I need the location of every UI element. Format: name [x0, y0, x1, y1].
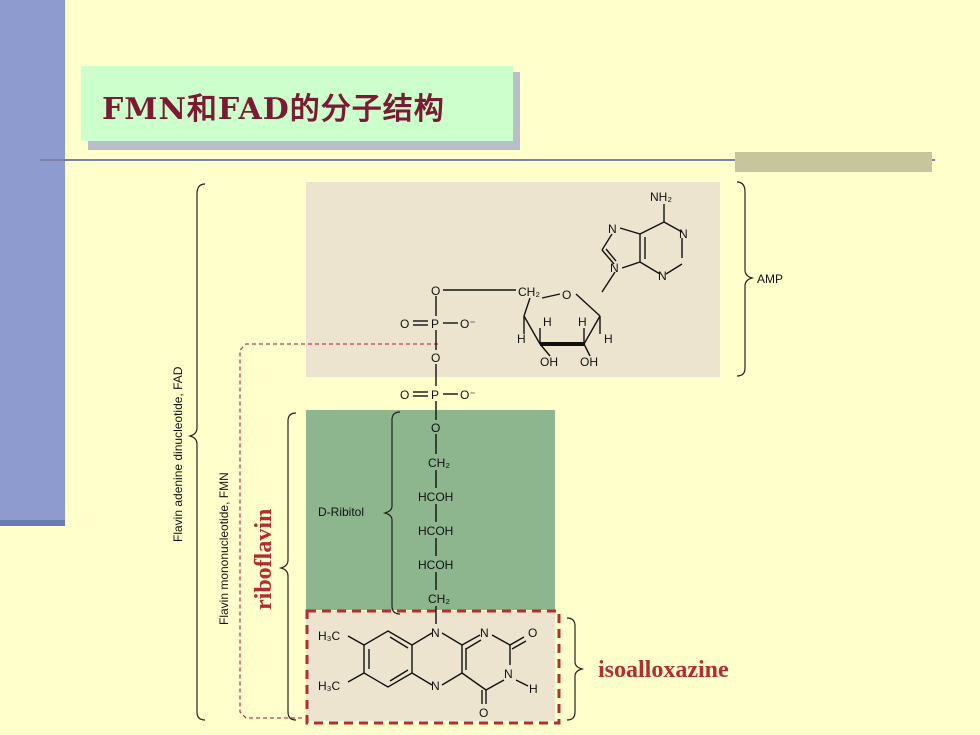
- adenine-n3: N: [658, 269, 667, 283]
- hcoh-2: HCOH: [418, 524, 453, 538]
- ribose-h3: H: [578, 315, 587, 329]
- isoalloxazine-panel: [306, 611, 555, 721]
- ribose-h1: H: [517, 332, 526, 346]
- fmn-label: Flavin mononucleotide, FMN: [217, 472, 231, 625]
- ribitol-oxygen: O: [431, 421, 440, 435]
- adenine-n9: N: [610, 261, 619, 275]
- ribose-oh2: OH: [580, 355, 598, 369]
- methyl-bottom: H₃C: [318, 679, 341, 693]
- ribose-ring: [443, 289, 601, 357]
- ribitol-ch2-top: CH₂: [428, 456, 450, 470]
- p1-oxygen: O: [400, 317, 409, 331]
- amp-label: AMP: [757, 272, 783, 286]
- ribitol-brace: [382, 411, 401, 615]
- p2-o-minus: O⁻: [460, 388, 476, 402]
- adenine-n1: N: [679, 227, 688, 241]
- ribose-oxygen: O: [562, 288, 571, 302]
- fad-label: Flavin adenine dinucleotide, FAD: [171, 366, 185, 542]
- isoalloxazine-dashed-box: [305, 609, 561, 725]
- riboflavin-bracket: [239, 343, 438, 719]
- isoalloxazine-brace: [566, 617, 585, 721]
- ribose-h4: H: [604, 332, 613, 346]
- flavin-h3: H: [529, 682, 538, 696]
- isoalloxazine-label: isoalloxazine: [598, 657, 729, 683]
- riboflavin-label: riboflavin: [251, 509, 277, 610]
- fad-brace: [187, 183, 206, 721]
- flavin-n5: N: [431, 679, 440, 693]
- ribose-oh1: OH: [540, 355, 558, 369]
- amp-brace: [736, 181, 755, 377]
- divider-accent: [735, 152, 932, 172]
- ribose-ch2: CH₂: [518, 285, 540, 299]
- isoalloxazine-rings: [347, 630, 529, 704]
- flavin-o2: O: [528, 626, 537, 640]
- left-accent-bar: [0, 0, 65, 524]
- phosphorus-2: P: [431, 388, 439, 402]
- hcoh-3: HCOH: [418, 558, 453, 572]
- bridge-oxygen: O: [431, 284, 440, 298]
- flavin-n1: N: [480, 626, 489, 640]
- fmn-brace: [278, 412, 297, 721]
- pyrophosphate-oxygen: O: [431, 351, 440, 365]
- ribitol-ch2-bottom: CH₂: [428, 592, 450, 606]
- phosphorus-1: P: [431, 317, 439, 331]
- methyl-top: H₃C: [318, 629, 341, 643]
- adenine-n7: N: [608, 222, 617, 236]
- ribitol-label: D-Ribitol: [318, 505, 364, 519]
- hcoh-1: HCOH: [418, 490, 453, 504]
- ribitol-panel: [306, 410, 555, 610]
- flavin-n3: N: [504, 667, 513, 681]
- flavin-o4: O: [479, 706, 488, 720]
- adenine-ring: [601, 204, 683, 293]
- nh2-atom: NH₂: [650, 190, 672, 204]
- p1-o-minus: O⁻: [460, 317, 476, 331]
- ribose-h2: H: [543, 315, 552, 329]
- left-accent-bar-shadow: [0, 520, 65, 526]
- p2-oxygen: O: [400, 388, 409, 402]
- phosphate-bonds: [413, 296, 458, 624]
- title-divider: [40, 159, 935, 161]
- slide-title: FMN和FAD的分子结构: [102, 92, 445, 127]
- flavin-n10: N: [431, 626, 440, 640]
- title-box: FMN和FAD的分子结构: [81, 66, 513, 141]
